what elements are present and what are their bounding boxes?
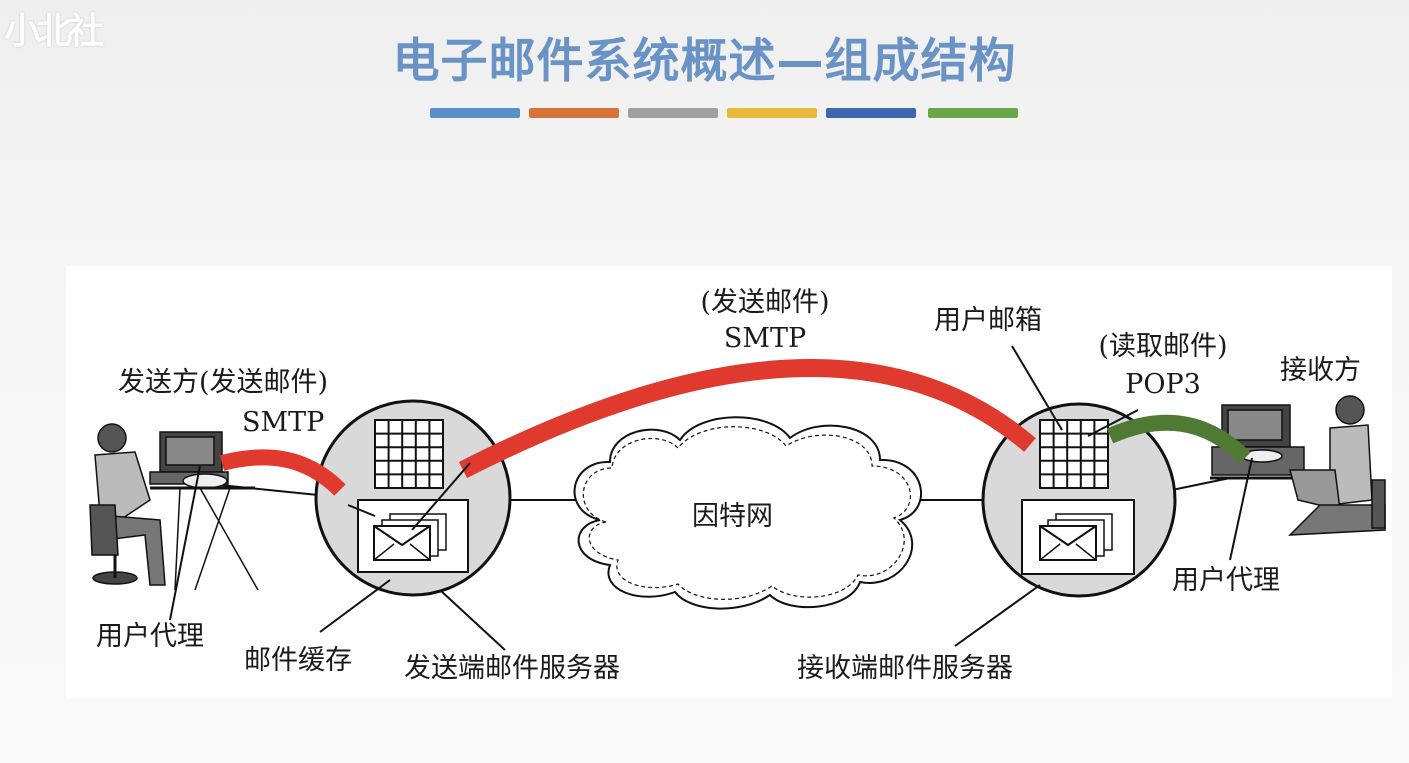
sender-label: 发送方(发送邮件) [118, 367, 329, 398]
pointer-user-agent-right [1229, 457, 1253, 561]
user-agent-right-label: 用户代理 [1172, 565, 1280, 596]
recv-envelope-icon [1039, 513, 1113, 561]
internet-cloud-icon [573, 416, 923, 610]
color-bar-4 [727, 108, 817, 118]
receiver-label: 接收方 [1280, 355, 1361, 386]
color-bar-6 [928, 108, 1018, 118]
pointer-pop3 [1087, 409, 1139, 437]
smtp-path-relay [458, 359, 1036, 479]
pointer-smtp-relay [411, 462, 471, 531]
pointer-recv-server [954, 584, 1041, 647]
user-mailbox-label: 用户邮箱 [934, 305, 1042, 336]
receiver-person-computer-icon [1210, 395, 1386, 536]
mail-cache-label: 邮件缓存 [244, 645, 352, 676]
color-bar-1 [430, 108, 520, 118]
mail-cache-envelope-icon [373, 513, 447, 561]
pointer-mail-cache [319, 579, 391, 633]
user-agent-left-label: 用户代理 [96, 621, 204, 652]
link-recvserver-agent [1171, 477, 1231, 491]
color-bar-5 [826, 108, 916, 118]
pointer-smtp-left [347, 504, 376, 517]
slide-title: 电子邮件系统概述—组成结构 [392, 34, 1017, 89]
color-bar-3 [628, 108, 718, 118]
send-server-icon [314, 399, 512, 597]
send-server-label: 发送端邮件服务器 [404, 653, 620, 684]
pop3-path [1106, 414, 1251, 464]
user-mailbox-grid-icon [1039, 419, 1109, 489]
recv-server-label: 接收端邮件服务器 [797, 653, 1013, 684]
read-action-label: (读取邮件) [1098, 331, 1228, 362]
color-bar-2 [529, 108, 619, 118]
watermark: 小北社 [4, 11, 104, 52]
pointer-send-server [439, 589, 506, 651]
pointer-user-agent-left [169, 465, 201, 621]
pointer-user-mailbox [1011, 345, 1063, 431]
relay-action-label: (发送邮件) [700, 287, 830, 318]
relay-smtp-label: SMTP [723, 323, 807, 354]
recv-server-icon [981, 402, 1177, 598]
smtp-path-sender [220, 449, 346, 496]
sender-person-computer-icon [89, 423, 259, 591]
read-pop3-label: POP3 [1125, 369, 1201, 400]
internet-label: 因特网 [692, 501, 773, 532]
sender-smtp-label: SMTP [242, 407, 325, 438]
